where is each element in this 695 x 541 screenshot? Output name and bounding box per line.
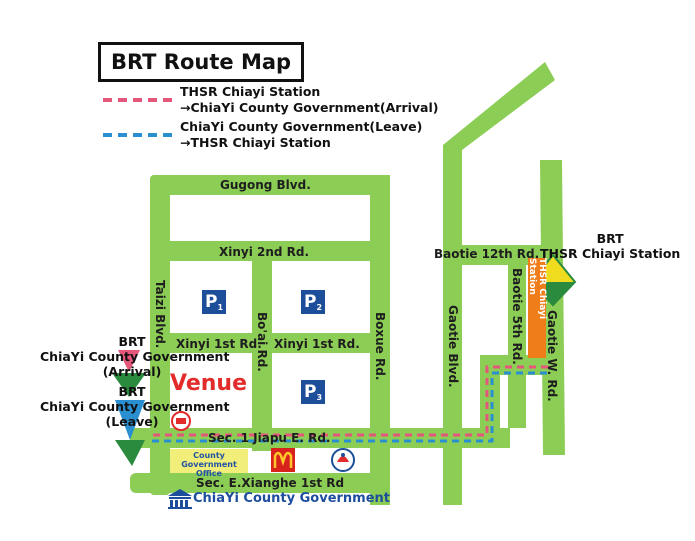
road-xianghe xyxy=(130,473,390,493)
road-boxue xyxy=(370,175,390,505)
county-office-box: County Government Office xyxy=(170,449,248,478)
road-boai xyxy=(252,241,272,451)
venue-icon xyxy=(171,411,191,431)
label-xinyi-1st-west: Xinyi 1st Rd. xyxy=(176,337,262,351)
stop-arrival-line3: (Arrival) xyxy=(102,364,162,379)
stop-arrival-line1: BRT xyxy=(118,334,146,349)
stop-leave-line3: (Leave) xyxy=(105,414,159,429)
label-jiapu: Sec. 1 Jiapu E. Rd. xyxy=(208,431,331,445)
label-xianghe: Sec. E.Xianghe 1st Rd xyxy=(196,476,345,490)
stop-thsr-line2: THSR Chiayi Station xyxy=(540,246,681,261)
map-title: BRT Route Map xyxy=(98,42,304,82)
thsr-building: THSR Chiayi Station xyxy=(527,258,547,358)
label-boxue: Boxue Rd. xyxy=(373,312,387,381)
legend-leave-line2: →THSR Chiayi Station xyxy=(180,135,331,150)
stop-thsr-line1: BRT xyxy=(596,231,624,246)
stop-leave-line1: BRT xyxy=(118,384,146,399)
stop-leave-line2: ChiaYi County Government xyxy=(40,399,230,414)
stop-leave-label: BRT ChiaYi County Government (Leave) xyxy=(40,384,230,429)
label-xinyi-1st-east: Xinyi 1st Rd. xyxy=(274,337,360,351)
mcdonalds-icon xyxy=(271,448,295,472)
legend-arrival-line2: →ChiaYi County Government(Arrival) xyxy=(180,100,439,115)
venue-label: Venue xyxy=(170,371,247,396)
road-baotie-5th xyxy=(508,258,526,428)
label-boai: Bo'ai Rd. xyxy=(255,312,269,372)
road-connector-vert xyxy=(480,355,500,448)
road-gugong xyxy=(150,175,390,195)
road-taizi xyxy=(150,175,170,495)
road-network xyxy=(130,62,565,505)
label-baotie-5th: Baotie 5th Rd. xyxy=(510,268,524,365)
label-xinyi-2nd: Xinyi 2nd Rd. xyxy=(219,245,310,259)
county-office-line1: County xyxy=(193,451,225,460)
label-gaotie-w: Gaotie W. Rd. xyxy=(545,310,559,402)
label-gaotie-blvd: Gaotie Blvd. xyxy=(446,305,460,388)
post-office-icon xyxy=(331,448,355,472)
leave-stop-marker xyxy=(115,400,145,466)
government-building-icon xyxy=(168,489,192,509)
label-taizi: Taizi Blvd. xyxy=(153,280,167,349)
road-gaotie-w xyxy=(540,160,565,455)
label-gugong: Gugong Blvd. xyxy=(220,178,311,192)
legend-arrival: THSR Chiayi Station →ChiaYi County Gover… xyxy=(180,84,438,116)
road-gaotie-blvd xyxy=(443,62,555,505)
legend-leave-line1: ChiaYi County Government(Leave) xyxy=(180,119,423,134)
stop-arrival-label: BRT ChiaYi County Government (Arrival) xyxy=(40,334,230,379)
arrival-stop-marker xyxy=(112,350,146,397)
legend-arrival-line1: THSR Chiayi Station xyxy=(180,84,321,99)
county-office-line3: Office xyxy=(196,469,222,478)
road-jiapu xyxy=(130,428,510,448)
stop-arrival-line2: ChiaYi County Government xyxy=(40,349,230,364)
county-office-line2: Government xyxy=(181,460,237,469)
government-label: ChiaYi County Government xyxy=(193,491,391,506)
leave-route-line xyxy=(152,371,548,443)
stop-thsr-label: BRT THSR Chiayi Station xyxy=(540,231,680,261)
legend-leave: ChiaYi County Government(Leave) →THSR Ch… xyxy=(180,119,422,151)
arrival-route-line xyxy=(152,365,548,437)
label-baotie-12th: Baotie 12th Rd. xyxy=(434,247,540,261)
